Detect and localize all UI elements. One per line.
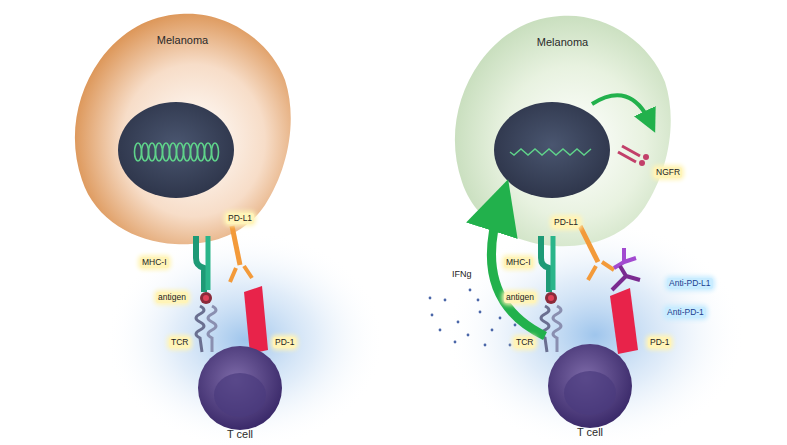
- molecule-label: PD-L1: [552, 217, 580, 228]
- cell-label: T cell: [545, 426, 635, 438]
- melanoma-cell: Melanoma: [75, 12, 290, 247]
- drug-label: Anti-PD-L1: [667, 278, 713, 289]
- molecule-label: MHC-I: [140, 257, 169, 268]
- molecule-label: IFNg: [450, 269, 474, 280]
- molecule-label: antigen: [156, 292, 188, 303]
- cell-label: Melanoma: [75, 34, 290, 46]
- molecule-label: PD-1: [273, 337, 296, 348]
- cell-label: T cell: [195, 428, 285, 440]
- molecule-label: PD-1: [648, 337, 671, 348]
- drug-label: Anti-PD-1: [665, 307, 706, 318]
- molecule-label: MHC-I: [504, 257, 533, 268]
- t-cell: T cell: [545, 342, 635, 440]
- cell-label: Melanoma: [455, 36, 670, 48]
- molecule-label: NGFR: [654, 167, 682, 178]
- molecule-label: TCR: [514, 337, 535, 348]
- molecule-label: antigen: [504, 292, 536, 303]
- molecule-label: TCR: [169, 337, 190, 348]
- melanoma-cell: Melanoma: [455, 14, 670, 249]
- molecule-label: PD-L1: [226, 213, 254, 224]
- t-cell: T cell: [195, 344, 285, 442]
